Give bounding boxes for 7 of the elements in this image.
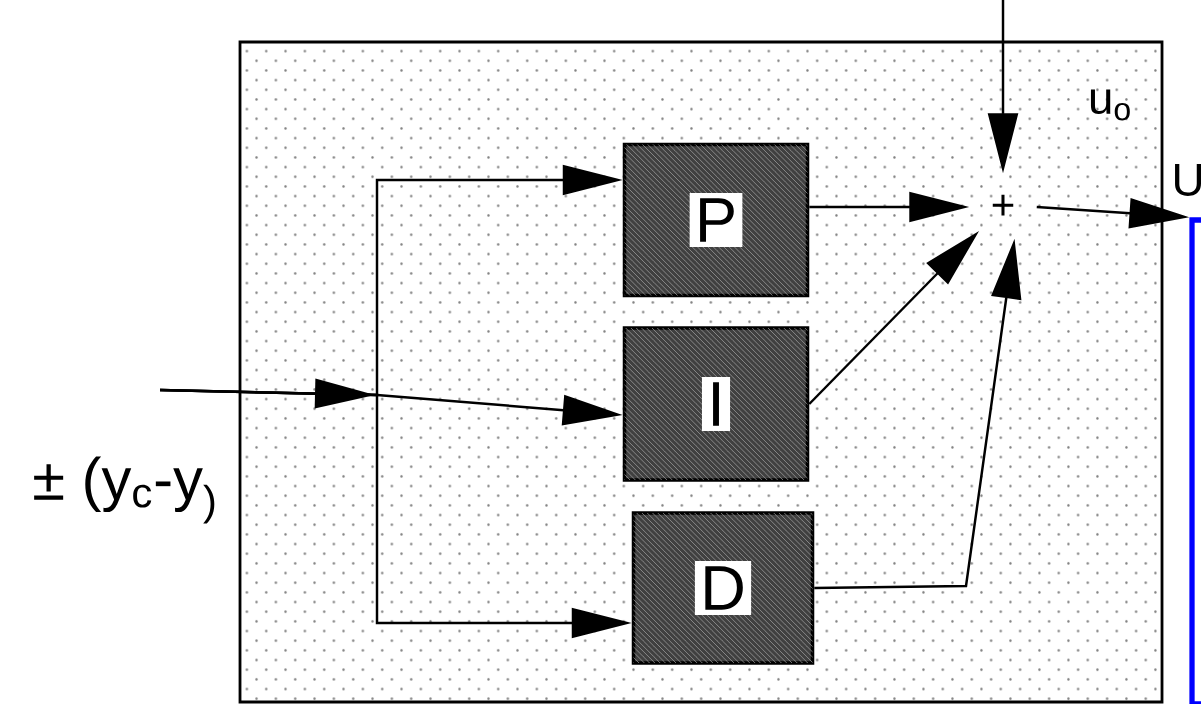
edge-label: u$_{o}$ [1090, 89, 1130, 121]
output-block [1189, 217, 1201, 704]
edge-label: U [1175, 164, 1201, 196]
block-box: P [689, 192, 743, 248]
signal-label: ± (y$_{c}$-y$_{)}$ [34, 456, 215, 524]
block-box: D [694, 561, 752, 616]
summing-junction: + [992, 194, 1014, 216]
